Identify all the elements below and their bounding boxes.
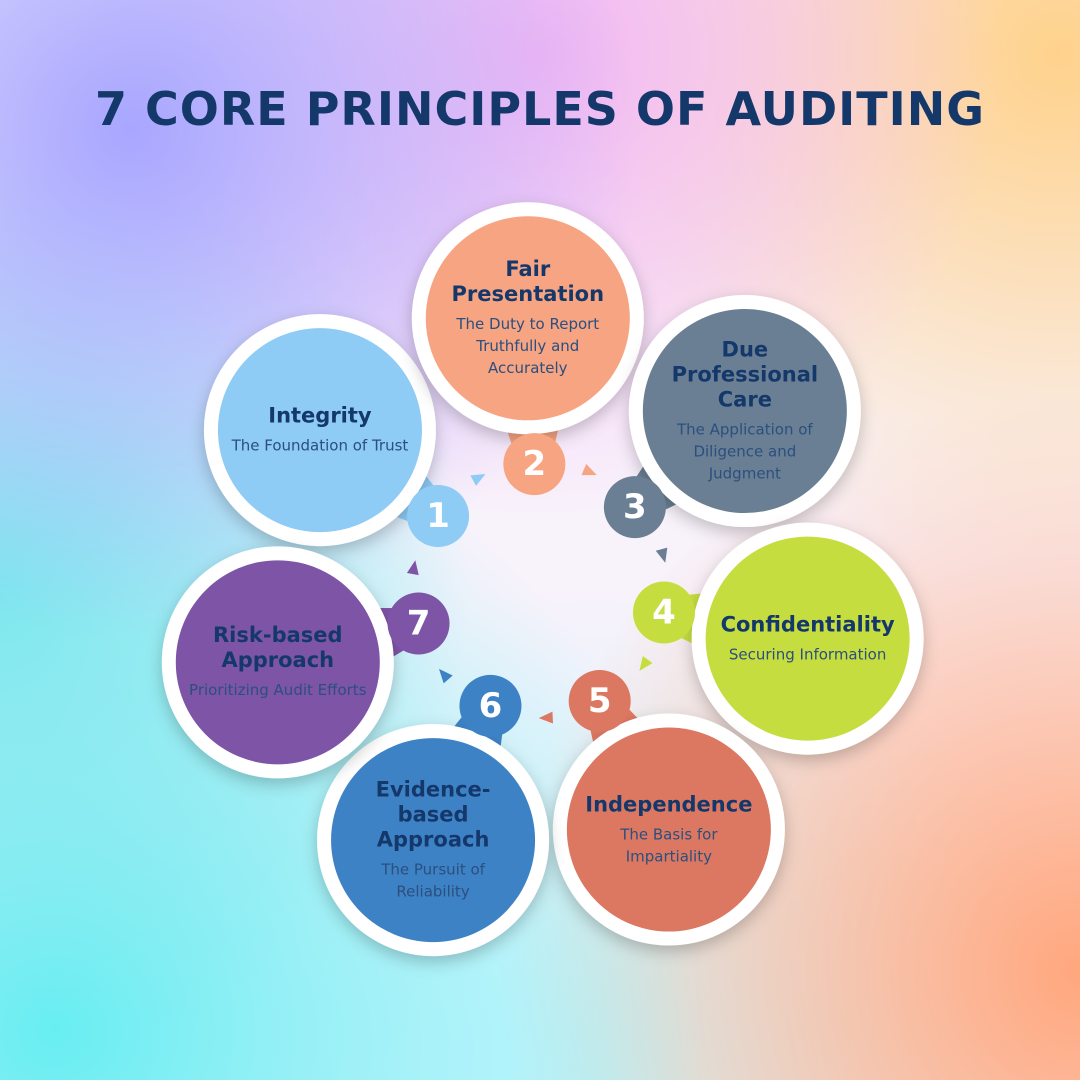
principle-circle-fair-presentation xyxy=(425,216,630,421)
number-node-4 xyxy=(632,581,695,644)
principle-title: Evidence-based Approach xyxy=(375,777,491,852)
number-node-2 xyxy=(503,433,566,496)
number-label-6: 6 xyxy=(479,686,503,726)
principle-description: Securing Information xyxy=(728,645,887,664)
flow-arrow-1 xyxy=(470,473,486,486)
principle-circle-evidence-based-approach xyxy=(331,738,536,943)
number-label-1: 1 xyxy=(426,496,450,536)
principle-description: The Pursuit of Reliability xyxy=(381,860,485,901)
principle-title: Confidentiality xyxy=(720,612,895,637)
number-node-6 xyxy=(459,674,522,737)
principle-circle-due-professional-care xyxy=(642,309,847,514)
flow-arrow-5 xyxy=(538,711,553,724)
number-node-1 xyxy=(407,484,470,547)
principle-circle-independence xyxy=(566,727,771,932)
number-label-3: 3 xyxy=(623,487,647,527)
flow-arrow-4 xyxy=(639,656,653,671)
number-node-3 xyxy=(603,476,666,539)
principle-description: The Foundation of Trust xyxy=(231,436,409,455)
number-label-2: 2 xyxy=(523,444,547,484)
number-label-5: 5 xyxy=(588,681,612,721)
number-node-7 xyxy=(387,592,450,655)
number-label-7: 7 xyxy=(407,604,431,644)
number-node-5 xyxy=(568,669,631,732)
number-label-4: 4 xyxy=(652,593,676,633)
page-title: 7 CORE PRINCIPLES OF AUDITING xyxy=(94,82,986,136)
principle-circle-integrity xyxy=(217,328,422,533)
principle-description: The Application of Diligence and Judgmen… xyxy=(676,420,813,483)
principle-title: Due Professional Care xyxy=(671,337,819,412)
flow-arrow-7 xyxy=(406,560,419,576)
principle-title: Integrity xyxy=(268,403,372,428)
principle-title: Fair Presentation xyxy=(451,257,605,307)
principle-description: The Basis for Impartiality xyxy=(620,825,718,866)
principle-description: Prioritizing Audit Efforts xyxy=(189,681,367,700)
flow-arrow-2 xyxy=(581,464,597,476)
flow-arrow-3 xyxy=(655,547,668,563)
principle-title: Independence xyxy=(585,792,753,817)
principle-title: Risk-based Approach xyxy=(213,623,343,673)
principle-description: The Duty to Report Truthfully and Accura… xyxy=(456,315,600,378)
principle-circle-confidentiality xyxy=(705,536,910,741)
principle-circle-risk-based-approach xyxy=(175,560,380,765)
flow-arrow-6 xyxy=(438,668,453,684)
